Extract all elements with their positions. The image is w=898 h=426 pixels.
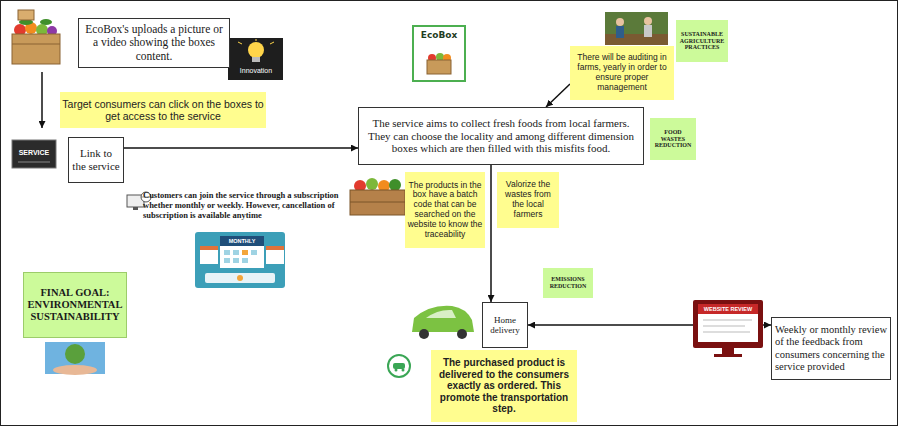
note-box: Valorize the wastes from the local farme… [497, 172, 559, 228]
note-text: Customers can join the service through a… [143, 191, 348, 220]
label-text: WEBSITE REVIEW [704, 306, 752, 312]
electric-car-picture [412, 306, 474, 339]
node-text: EcoBox [417, 30, 461, 40]
process-box: Home delivery [482, 302, 528, 348]
note-box: There will be auditing in farms, yearly … [570, 46, 674, 100]
label-text: Innovation [240, 67, 272, 74]
process-box: Link to the service [68, 137, 124, 183]
goal-tag: EMISSIONS REDUCTION [543, 268, 593, 298]
process-box: EcoBox's uploads a picture or a video sh… [78, 18, 230, 68]
innovation-picture [228, 38, 283, 80]
node-text: FOOD WASTES REDUCTION [652, 129, 694, 150]
picture-caption: WEBSITE REVIEW [698, 304, 758, 314]
flow-arrow [546, 84, 570, 107]
note-box: Target consumers can click on the boxes … [60, 92, 266, 128]
logo-box-picture [427, 53, 451, 74]
node-text: The products in the box have a batch cod… [407, 181, 483, 240]
goal-tag: SUSTAINABLE AGRICULTURE PRACTICES [676, 20, 728, 62]
node-text: Weekly or monthly review of the feedback… [775, 324, 887, 372]
node-text: Target consumers can click on the boxes … [62, 98, 264, 122]
node-text: The purchased product is delivered to th… [433, 357, 575, 415]
label-text: Customers can join the service through a… [143, 190, 339, 220]
produce-box-picture [12, 10, 60, 64]
node-text: FINAL GOAL: ENVIRONMENTAL SUSTAINABILITY [27, 287, 123, 323]
subscription-calendar-picture [195, 232, 285, 288]
goal-box: FINAL GOAL: ENVIRONMENTAL SUSTAINABILITY [23, 272, 127, 338]
node-text: EMISSIONS REDUCTION [545, 276, 591, 290]
logo-box: EcoBox [412, 25, 466, 82]
node-text: Link to the service [72, 147, 120, 172]
farm-audit-picture [605, 12, 668, 45]
flow-arrow [41, 72, 43, 128]
globe-in-hands-picture [45, 342, 105, 375]
node-text: There will be auditing in farms, yearly … [572, 53, 672, 92]
node-text: EcoBox's uploads a picture or a video sh… [82, 23, 226, 63]
node-text: Home delivery [486, 315, 524, 336]
picture-caption: SERVICE [12, 148, 56, 158]
picture-caption: MONTHLY [220, 236, 264, 246]
service-chalkboard [12, 140, 56, 168]
node-text: Valorize the wastes from the local farme… [499, 180, 557, 219]
goal-tag: FOOD WASTES REDUCTION [650, 118, 696, 160]
vegetable-crate-picture [350, 178, 405, 215]
note-box: The products in the box have a batch cod… [405, 172, 485, 248]
process-box: Weekly or monthly review of the feedback… [771, 317, 891, 380]
charging-icon [388, 355, 410, 377]
label-text: MONTHLY [229, 238, 256, 244]
node-text: SUSTAINABLE AGRICULTURE PRACTICES [678, 31, 726, 52]
node-text: The service aims to collect fresh foods … [362, 117, 640, 155]
picture-caption: Innovation [229, 66, 283, 76]
note-box: The purchased product is delivered to th… [431, 350, 577, 422]
label-text: SERVICE [19, 149, 50, 156]
flow-arrow [490, 165, 492, 302]
process-box: The service aims to collect fresh foods … [358, 107, 644, 165]
flow-arrow [124, 147, 358, 149]
website-review-picture [693, 300, 763, 357]
